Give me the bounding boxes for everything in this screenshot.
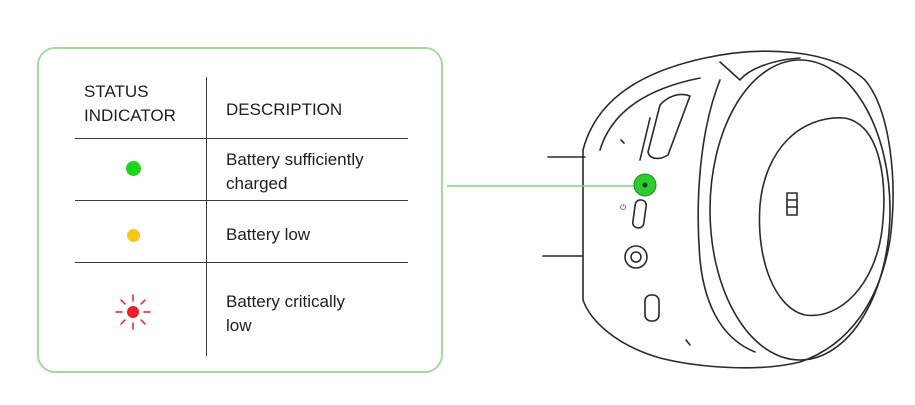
table-row-divider: [75, 200, 408, 201]
header-description: DESCRIPTION: [226, 100, 343, 119]
yellow-led-indicator: [127, 229, 140, 242]
row-description: Battery sufficiently charged: [226, 150, 364, 193]
header-status-indicator: STATUS INDICATOR: [84, 82, 176, 125]
row-description: Battery critically low: [226, 292, 346, 335]
row-description: Battery low: [226, 225, 311, 244]
svg-text:⏻: ⏻: [620, 203, 627, 212]
green-led-indicator: [126, 161, 141, 176]
status-table-panel: [37, 47, 443, 373]
table-column-divider: [206, 77, 207, 356]
table-row-divider: [75, 262, 408, 263]
table-header-divider: [75, 138, 408, 139]
